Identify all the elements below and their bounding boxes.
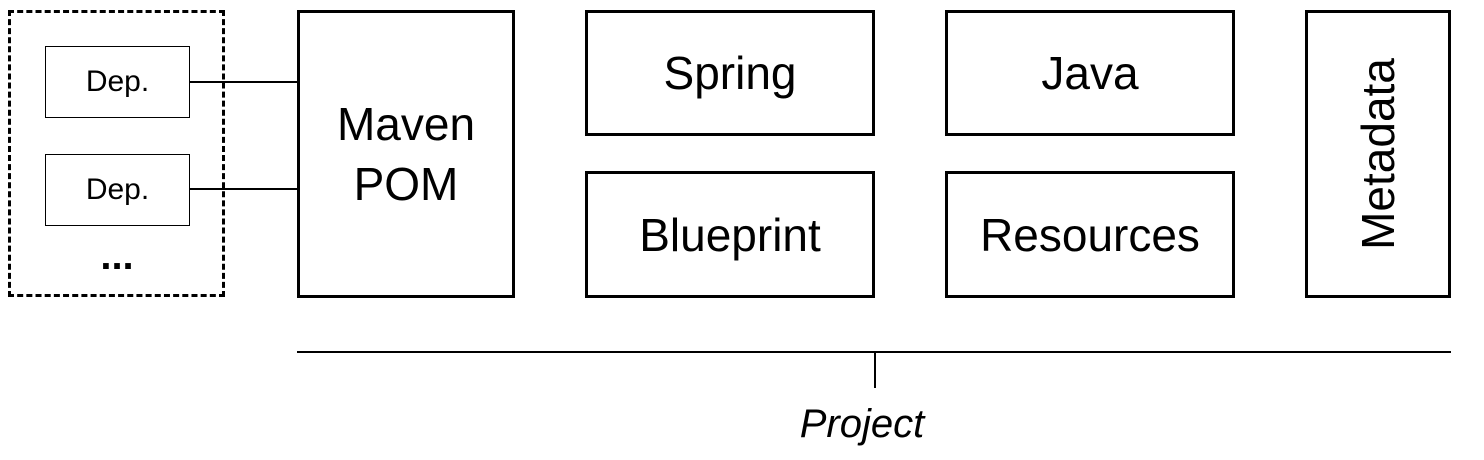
resources-box: Resources [945, 171, 1235, 298]
spring-label: Spring [663, 47, 797, 99]
maven-pom-label-line2: POM [353, 158, 459, 210]
more-dependencies-ellipsis: ... [100, 234, 134, 278]
project-bracket-tick [874, 351, 876, 388]
java-box: Java [945, 10, 1235, 136]
metadata-label: Metadata [1352, 58, 1405, 250]
dependency-connector [190, 81, 298, 83]
dependency-label: Dep. [85, 65, 150, 98]
project-label: Project [799, 402, 925, 446]
dependencies-group [8, 10, 225, 297]
spring-box: Spring [585, 10, 875, 136]
java-label: Java [1041, 47, 1139, 99]
dependency-box: Dep. [45, 154, 190, 226]
dependency-label: Dep. [85, 173, 150, 206]
blueprint-label: Blueprint [639, 208, 821, 261]
maven-pom-label-line1: Maven [336, 98, 476, 150]
dependency-connector [190, 188, 298, 190]
metadata-box: Metadata [1305, 10, 1451, 298]
dependency-box: Dep. [45, 46, 190, 118]
blueprint-box: Blueprint [585, 171, 875, 298]
resources-label: Resources [980, 208, 1200, 261]
maven-pom-box: Maven POM [297, 10, 515, 298]
